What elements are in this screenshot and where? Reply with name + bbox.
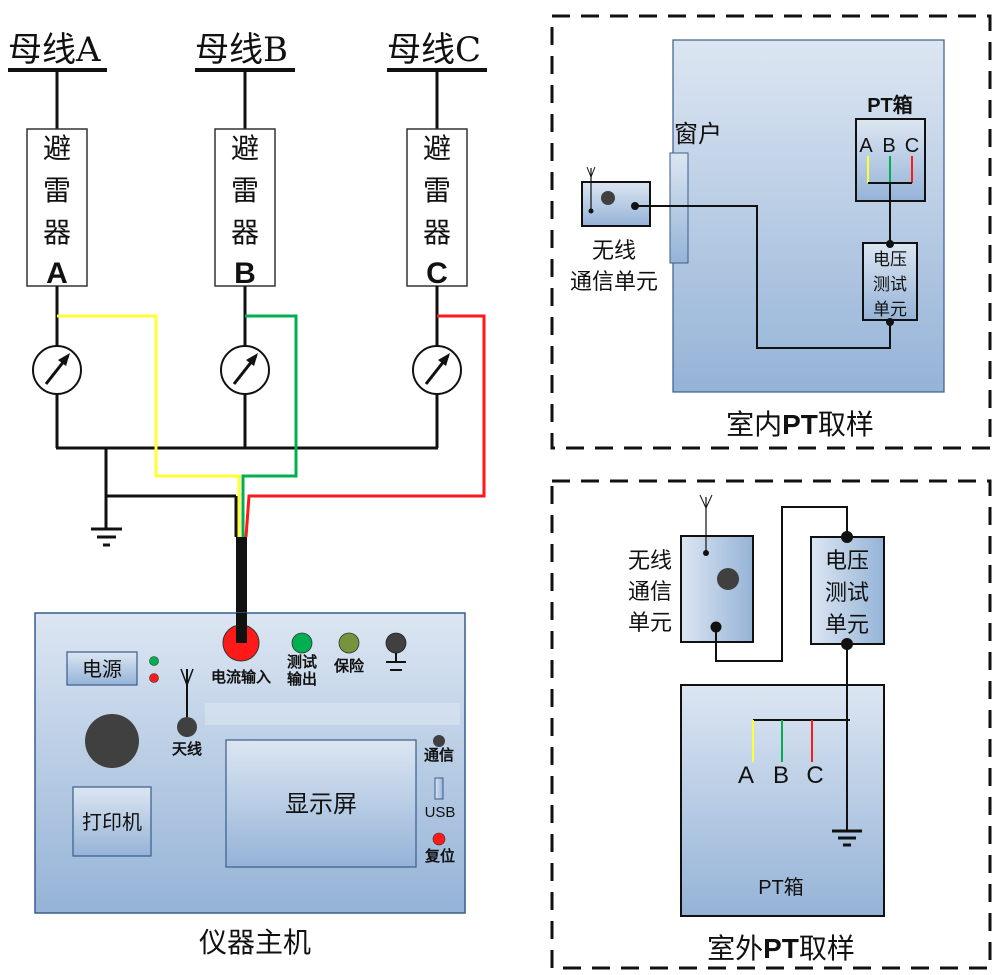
arrester-b: 避 雷 器 B — [214, 128, 276, 290]
bus-a: 母线A — [8, 30, 107, 129]
bus-b: 母线B — [195, 30, 295, 129]
svg-text:器: 器 — [43, 216, 71, 249]
svg-text:打印机: 打印机 — [82, 810, 142, 834]
main-knob[interactable] — [85, 714, 139, 768]
ammeter-icon — [32, 345, 82, 395]
comm-label: 通信 — [424, 746, 454, 764]
svg-text:无线: 无线 — [628, 549, 672, 574]
svg-text:避: 避 — [43, 132, 71, 165]
indoor-room — [672, 39, 945, 393]
usb-label: USB — [425, 804, 456, 821]
instrument-panel: 电源 电流输入 测试 输出 保险 天线 打印机 — [34, 612, 466, 914]
bus-b-label: 母线B — [195, 30, 288, 70]
antenna-label: 天线 — [172, 740, 202, 758]
arrester-c: 避 雷 器 C — [406, 128, 468, 290]
current-input-label: 电流输入 — [211, 668, 271, 686]
ground-terminal-icon[interactable] — [385, 632, 407, 671]
wire-phase-a — [57, 314, 241, 537]
power-led-green — [149, 656, 159, 666]
svg-text:测试: 测试 — [825, 581, 869, 606]
power-button[interactable]: 电源 — [66, 651, 138, 686]
test-output-jack[interactable] — [291, 632, 313, 654]
comm-indicator — [433, 735, 445, 747]
svg-text:单元: 单元 — [825, 613, 869, 638]
wire-phase-c — [244, 314, 486, 538]
svg-text:B: B — [882, 135, 895, 157]
meter-leads — [55, 286, 439, 537]
indoor-signal-wire — [635, 205, 891, 349]
bus-c: 母线C — [387, 30, 487, 129]
usb-port[interactable] — [434, 777, 444, 800]
indoor-pt-box-label: PT箱 — [867, 93, 913, 117]
window-label: 窗户 — [674, 120, 722, 148]
ground-icon — [832, 829, 862, 847]
signal-cable-end — [236, 613, 247, 643]
ground-icon — [91, 527, 122, 547]
svg-text:雷: 雷 — [43, 174, 71, 207]
svg-text:A: A — [738, 762, 754, 789]
svg-text:测试: 测试 — [287, 653, 317, 671]
arrester-a: 避 雷 器 A — [26, 128, 88, 290]
ammeter-icon — [220, 345, 270, 395]
svg-text:显示屏: 显示屏 — [285, 790, 357, 818]
indoor-wireless-unit — [581, 166, 651, 227]
indoor-voltage-test-unit: 电压 测试 单元 — [862, 240, 918, 326]
fuse-holder[interactable] — [338, 632, 360, 654]
outdoor-signal-wire — [715, 506, 848, 662]
svg-text:B: B — [773, 762, 789, 789]
svg-text:电压: 电压 — [873, 250, 907, 270]
svg-text:A: A — [46, 257, 68, 290]
svg-text:器: 器 — [231, 216, 259, 249]
printer[interactable]: 打印机 — [72, 786, 152, 857]
window — [669, 152, 689, 264]
svg-text:PT箱: PT箱 — [758, 876, 804, 899]
svg-text:单元: 单元 — [628, 611, 672, 636]
bus-c-label: 母线C — [387, 30, 481, 70]
svg-text:B: B — [234, 257, 256, 290]
outdoor-wireless-unit — [680, 494, 754, 643]
svg-text:C: C — [426, 257, 448, 290]
svg-text:避: 避 — [423, 132, 451, 165]
reset-button[interactable] — [432, 832, 446, 846]
svg-text:测试: 测试 — [873, 275, 907, 295]
indoor-section-frame — [550, 14, 992, 450]
fuse-label: 保险 — [333, 657, 365, 675]
outdoor-pt-box: A B C PT箱 — [680, 684, 885, 917]
display-screen: 显示屏 — [225, 739, 417, 868]
antenna-icon — [177, 668, 197, 737]
svg-text:通信单元: 通信单元 — [570, 270, 658, 295]
svg-text:无线: 无线 — [592, 239, 636, 264]
svg-text:C: C — [806, 762, 823, 789]
bus-a-label: 母线A — [8, 30, 101, 70]
power-led-red — [149, 673, 159, 683]
svg-text:电压: 电压 — [825, 549, 869, 574]
signal-cable — [236, 537, 247, 637]
svg-text:C: C — [905, 135, 919, 157]
outdoor-voltage-test-unit: 电压 测试 单元 — [810, 531, 885, 650]
svg-text:A: A — [859, 135, 873, 157]
wire-phase-b — [241, 314, 298, 537]
svg-text:雷: 雷 — [423, 174, 451, 207]
ammeter-icon — [412, 345, 462, 395]
indoor-section-title: 室内PT取样 — [726, 408, 874, 441]
outdoor-section-frame — [550, 479, 992, 970]
svg-text:避: 避 — [231, 132, 259, 165]
svg-text:电源: 电源 — [82, 657, 122, 681]
reset-label: 复位 — [424, 847, 455, 865]
outdoor-section-title: 室外PT取样 — [707, 932, 855, 965]
svg-text:通信: 通信 — [628, 580, 672, 605]
svg-text:输出: 输出 — [287, 670, 317, 688]
svg-text:雷: 雷 — [231, 174, 259, 207]
svg-text:单元: 单元 — [873, 300, 907, 320]
svg-text:器: 器 — [423, 216, 451, 249]
instrument-title: 仪器主机 — [199, 926, 311, 959]
